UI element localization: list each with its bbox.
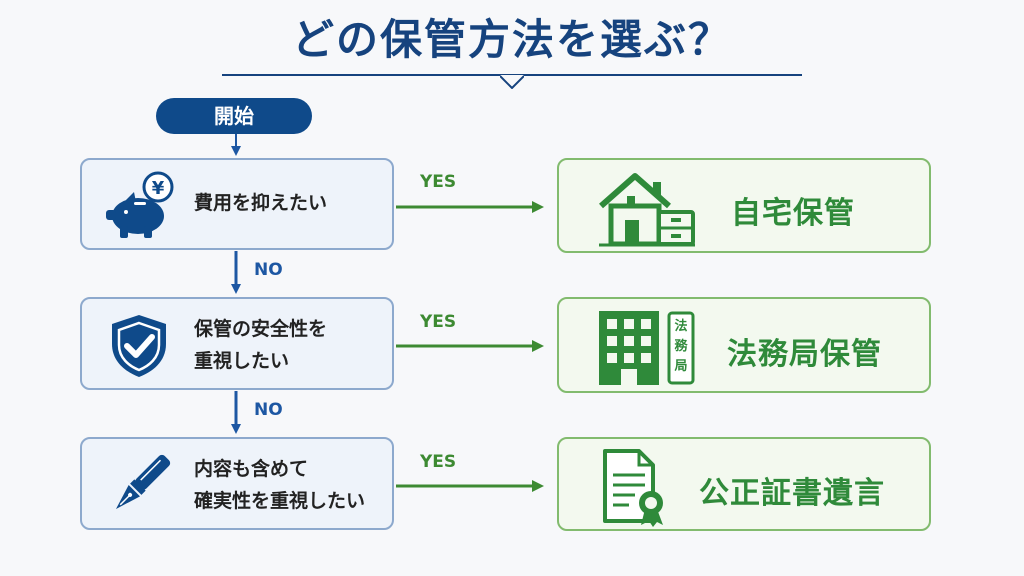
question-line: 保管の安全性を: [194, 318, 328, 340]
question-line: 内容も含めて: [194, 458, 309, 480]
question-text-safety: 保管の安全性を 重視したい: [194, 313, 384, 377]
shield-check-icon: [112, 315, 166, 377]
start-node: 開始: [156, 98, 312, 134]
building-icon: [599, 311, 695, 385]
legal-bureau-sign-text: 法務局: [674, 319, 688, 374]
answer-box-legal-bureau: 法務局 法務局保管: [557, 297, 931, 393]
yes-label-1: YES: [420, 172, 457, 192]
question-box-cost: ¥ 費用を抑えたい: [80, 158, 394, 250]
answer-label-notarized-will: 公正証書遺言: [699, 476, 885, 511]
question-box-safety: 保管の安全性を 重視したい: [80, 297, 394, 390]
question-text-certainty: 内容も含めて 確実性を重視したい: [194, 453, 384, 517]
legal-bureau-sign: 法務局: [669, 317, 693, 377]
certificate-icon: [603, 449, 663, 527]
question-line: 費用を抑えたい: [194, 192, 328, 214]
house-icon: [599, 173, 695, 247]
answer-label-legal-bureau: 法務局保管: [727, 337, 882, 372]
piggy-bank-yen-icon: ¥: [106, 171, 174, 238]
answer-box-home: 自宅保管: [557, 158, 931, 253]
page-title: どの保管方法を選ぶ？: [291, 15, 732, 64]
question-line: 重視したい: [194, 350, 290, 372]
question-box-certainty: 内容も含めて 確実性を重視したい: [80, 437, 394, 530]
question-line: 確実性を重視したい: [194, 490, 366, 512]
yes-label-3: YES: [420, 452, 457, 472]
yes-label-2: YES: [420, 312, 457, 332]
title-notch: [500, 75, 524, 89]
fountain-pen-icon: [115, 454, 171, 510]
no-label-2: NO: [254, 400, 283, 420]
no-label-1: NO: [254, 260, 283, 280]
question-text-cost: 費用を抑えたい: [194, 187, 384, 219]
answer-box-notarized-will: 公正証書遺言: [557, 437, 931, 531]
answer-label-home: 自宅保管: [731, 196, 855, 231]
svg-text:¥: ¥: [152, 178, 165, 199]
